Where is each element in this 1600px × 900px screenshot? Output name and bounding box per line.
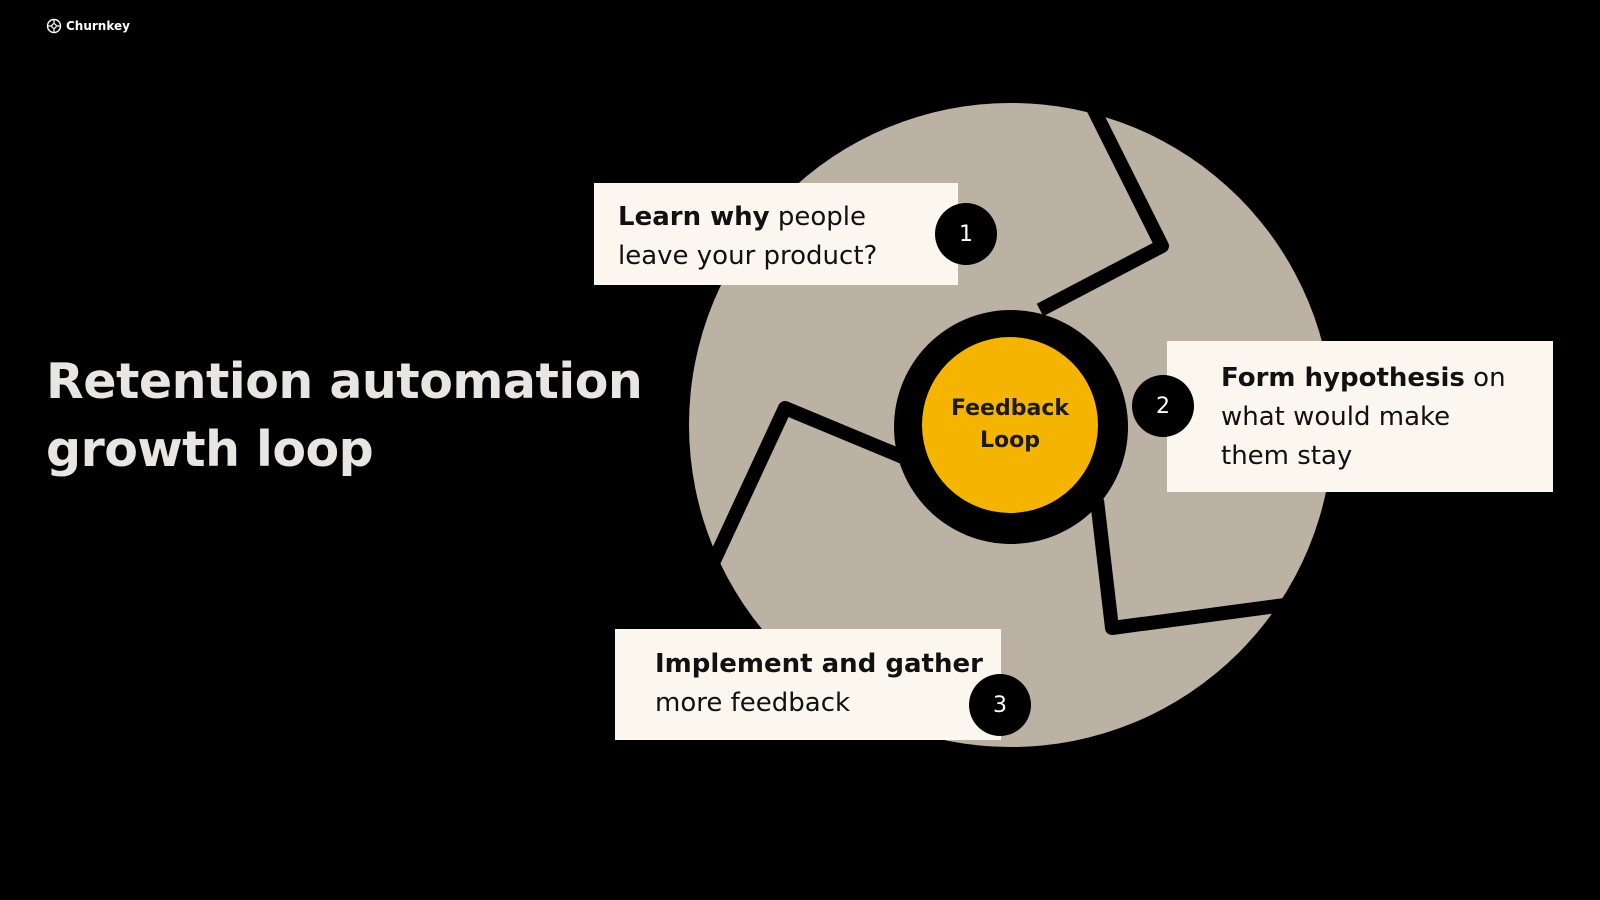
page-title-line-1: Retention automation	[46, 353, 643, 410]
step-1-bold-text: Learn why	[618, 202, 770, 232]
step-2-bold-text: Form hypothesis	[1221, 363, 1465, 393]
step-2-badge: 2	[1132, 375, 1194, 437]
center-label-line-1: Feedback	[951, 396, 1069, 421]
page-title-line-2: growth loop	[46, 421, 374, 478]
step-3-bold-text: Implement and gather	[655, 649, 983, 679]
step-3-card: Implement and gather more feedback	[615, 629, 1001, 740]
brand-logo: Churnkey	[46, 18, 130, 34]
step-1-text-line-2: leave your product?	[618, 241, 878, 271]
page-title: Retention automation growth loop	[46, 348, 646, 484]
step-3-text-line-2: more feedback	[655, 688, 851, 718]
step-1-text: people	[769, 202, 867, 232]
step-1-badge: 1	[935, 203, 997, 265]
step-2-text-line-3: them stay	[1221, 441, 1353, 471]
step-2-card: Form hypothesis on what would make them …	[1167, 341, 1553, 492]
churnkey-logo-icon	[46, 18, 62, 34]
feedback-loop-center: Feedback Loop	[922, 337, 1098, 513]
center-label-line-2: Loop	[980, 428, 1040, 453]
step-3-badge: 3	[969, 674, 1031, 736]
step-1-card: Learn why people leave your product?	[594, 183, 958, 285]
loop-divider-top	[1036, 104, 1169, 317]
loop-divider-left	[706, 401, 913, 566]
step-2-text-line-2: what would make	[1221, 402, 1451, 432]
step-2-text: on	[1464, 363, 1506, 393]
loop-divider-right	[1090, 499, 1286, 635]
brand-name: Churnkey	[66, 19, 130, 33]
